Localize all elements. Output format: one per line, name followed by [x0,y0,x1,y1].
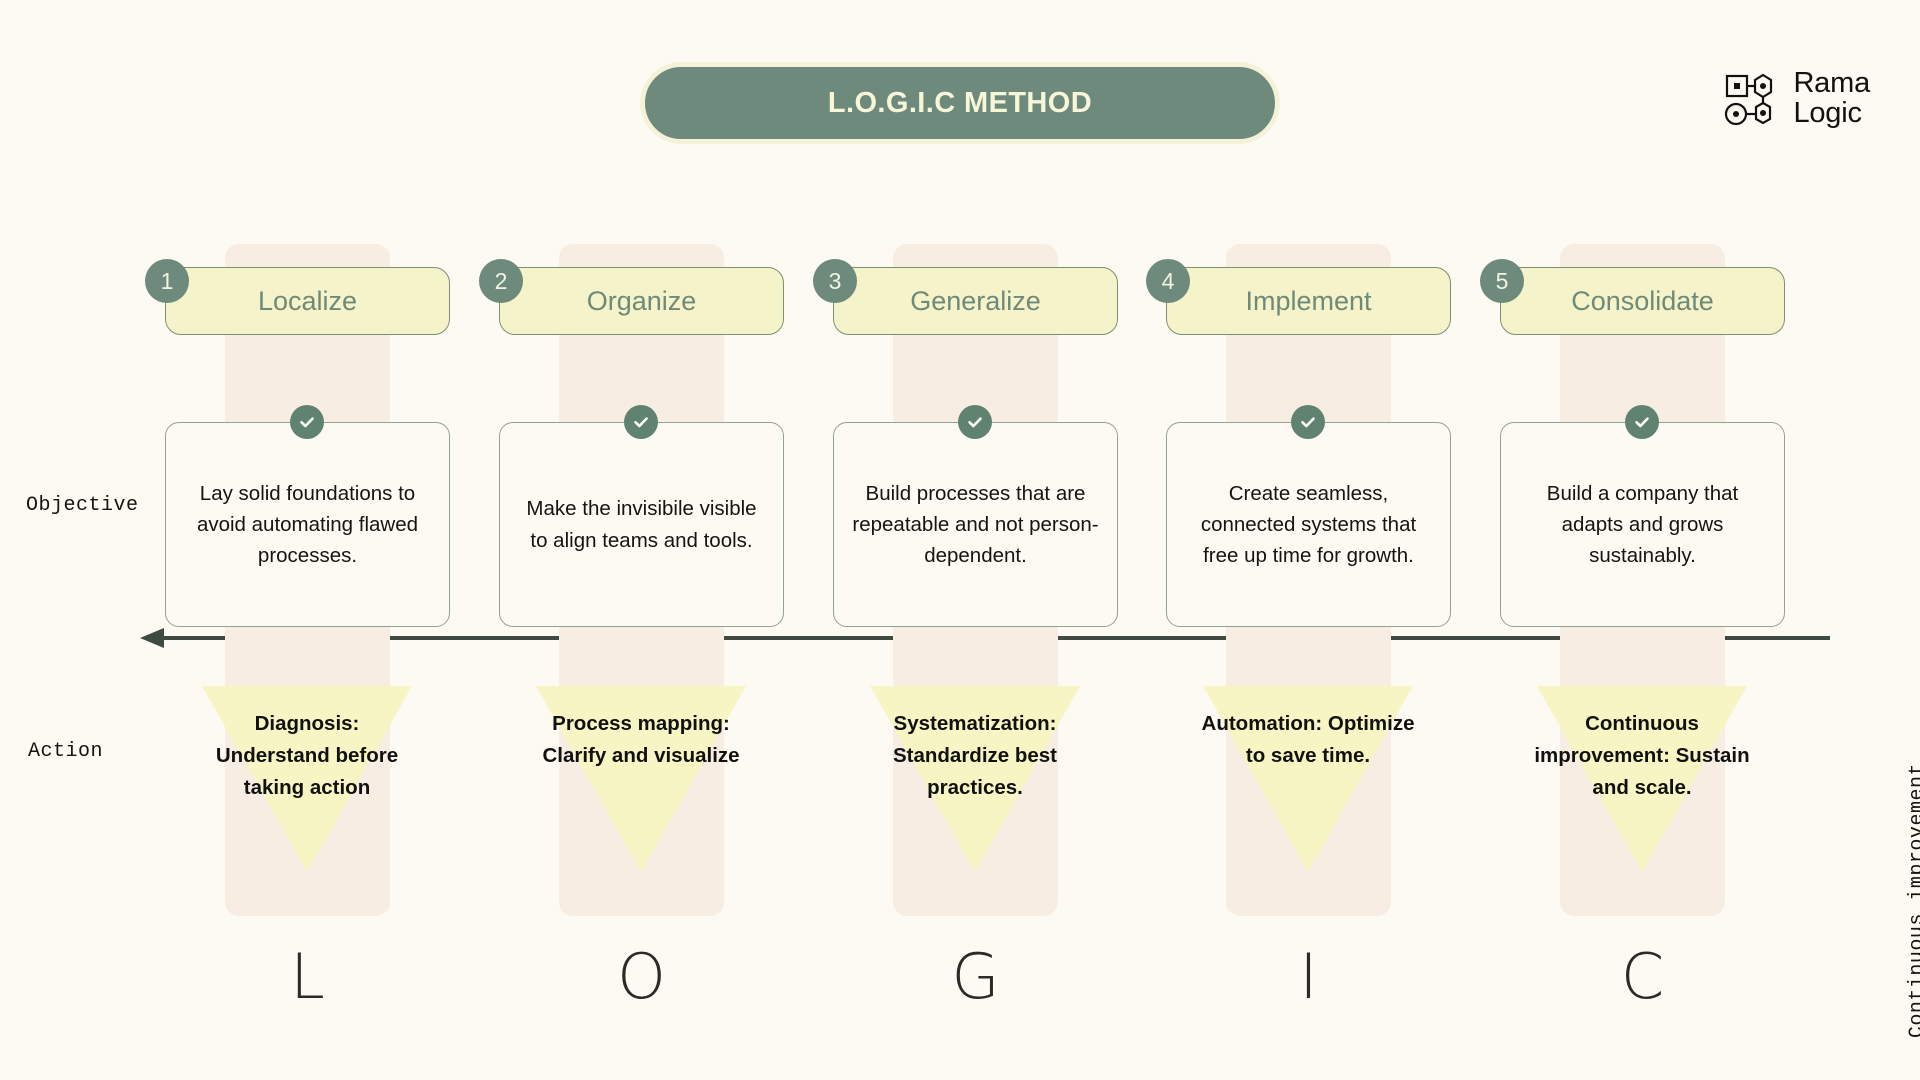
action-triangle [870,686,1080,872]
action-text: Systematization: Standardize best practi… [892,712,1058,799]
action-triangle [536,686,746,872]
objective-text: Build a company that adapts and grows su… [1546,481,1739,568]
check-circle-icon [958,405,992,439]
row-label-action: Action [28,740,104,763]
action-triangle [202,686,412,872]
objective-text: Lay solid foundations to avoid automatin… [196,481,419,568]
stage-number: 4 [1161,267,1175,294]
action-text: Process mapping: Clarify and visualize [542,712,740,767]
stage-number-badge: 2 [479,259,523,303]
action-triangle [1203,686,1413,872]
objective-card[interactable]: Make the invisibile visible to align tea… [499,422,784,627]
action-text: Continuous improvement: Sustain and scal… [1534,712,1750,799]
stage-name: Generalize [910,285,1041,316]
action-text: Automation: Optimize to save time. [1201,712,1415,767]
stage-number: 5 [1495,267,1509,294]
brand-logo: Rama Logic [1723,68,1870,128]
brand-name-line1: Rama [1793,67,1870,99]
stage-number-badge: 3 [813,259,857,303]
node-graph-icon [1723,69,1781,127]
stage-name: Consolidate [1571,285,1714,316]
stage-number: 3 [828,267,842,294]
stage-pill-g[interactable]: Generalize [833,267,1118,335]
axis-label-continuous-improvement: Continuous improvement [1906,763,1920,1039]
stage-pill-l[interactable]: Localize [165,267,450,335]
stage-letter: G [951,940,1000,1013]
check-circle-icon [624,405,658,439]
objective-text: Build processes that are repeatable and … [852,481,1099,568]
check-circle-icon [290,405,324,439]
action-triangle [1537,686,1747,872]
stage-number-badge: 1 [145,259,189,303]
objective-card[interactable]: Build a company that adapts and grows su… [1500,422,1785,627]
objective-text: Make the invisibile visible to align tea… [526,497,757,552]
page-title: L.O.G.I.C METHOD [640,62,1280,144]
check-circle-icon [1291,405,1325,439]
action-text: Diagnosis: Understand before taking acti… [215,712,399,799]
stage-number: 2 [494,267,508,294]
objective-text: Create seamless, connected systems that … [1200,481,1417,568]
objective-card[interactable]: Create seamless, connected systems that … [1166,422,1451,627]
stage-name: Implement [1245,285,1372,316]
stage-letter: L [290,940,325,1013]
stage-pill-c[interactable]: Consolidate [1500,267,1785,335]
stage-number-badge: 5 [1480,259,1524,303]
brand-name-line2: Logic [1793,97,1862,130]
stage-letter: C [1620,940,1665,1013]
stage-number: 1 [160,267,174,294]
stage-letter: O [617,940,666,1013]
stage-letter: I [1299,940,1318,1013]
stage-name: Localize [257,285,358,316]
objective-card[interactable]: Build processes that are repeatable and … [833,422,1118,627]
check-circle-icon [1625,405,1659,439]
brand-name: Rama Logic [1793,68,1870,128]
row-label-objective: Objective [26,494,139,517]
objective-card[interactable]: Lay solid foundations to avoid automatin… [165,422,450,627]
stage-pill-o[interactable]: Organize [499,267,784,335]
stage-number-badge: 4 [1146,259,1190,303]
stage-pill-i[interactable]: Implement [1166,267,1451,335]
stage-name: Organize [586,285,697,316]
